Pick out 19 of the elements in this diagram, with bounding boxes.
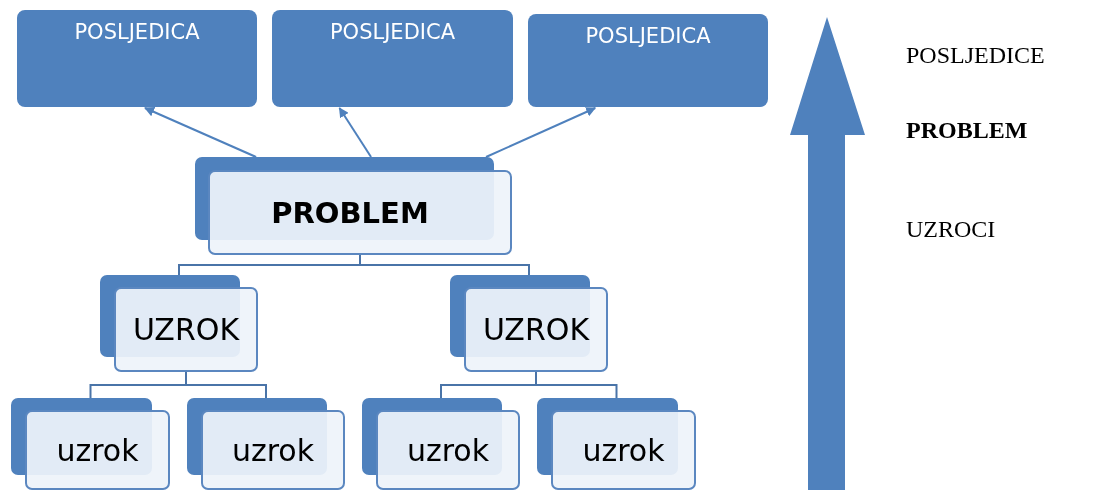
level-label: POSLJEDICE — [906, 42, 1045, 69]
level-label: UZROCI — [906, 216, 996, 243]
consequence-box: POSLJEDICA — [272, 10, 513, 107]
arrow — [338, 107, 373, 158]
connector-line — [185, 371, 267, 399]
cause-box: UZROK — [464, 287, 608, 372]
connector-line — [535, 371, 618, 399]
level-label: PROBLEM — [906, 117, 1028, 144]
cause-box: uzrok — [201, 410, 345, 490]
cause-box: uzrok — [25, 410, 170, 490]
arrow — [485, 107, 597, 158]
cause-box: uzrok — [551, 410, 696, 490]
consequence-box: POSLJEDICA — [17, 10, 257, 107]
consequence-box: POSLJEDICA — [528, 14, 768, 107]
cause-box: uzrok — [376, 410, 520, 490]
problem-box: PROBLEM — [208, 170, 512, 255]
arrow — [144, 107, 258, 158]
cause-box: UZROK — [114, 287, 258, 372]
connector-line — [359, 254, 530, 276]
